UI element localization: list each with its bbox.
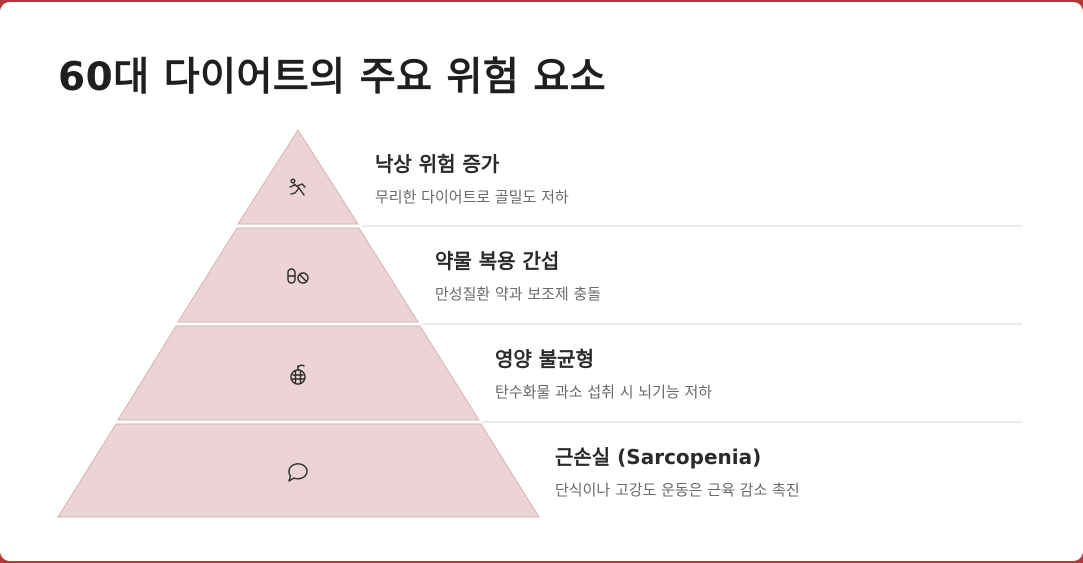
level-3-title: 영양 불균형 (495, 347, 594, 371)
level-2-description: 만성질환 약과 보조제 충돌 (435, 285, 602, 303)
pyramid-tier-1 (237, 129, 359, 225)
level-4-description: 단식이나 고강도 운동은 근육 감소 촉진 (555, 481, 800, 499)
level-2-title: 약물 복용 간섭 (435, 249, 560, 273)
speech-bubble-icon (288, 463, 308, 482)
apple-grid-icon (290, 364, 306, 385)
pyramid-tier-3 (117, 325, 480, 421)
pills-icon (287, 268, 309, 284)
level-1-title: 낙상 위험 증가 (375, 152, 500, 176)
page-title: 60대 다이어트의 주요 위험 요소 (58, 55, 607, 100)
level-3-description: 탄수화물 과소 섭취 시 뇌기능 저하 (495, 383, 713, 401)
pyramid-tier-4 (57, 423, 540, 518)
falling-person-icon (289, 178, 306, 196)
pyramid-tier-2 (177, 227, 419, 323)
level-1-description: 무리한 다이어트로 골밀도 저하 (375, 188, 569, 206)
level-4-title: 근손실 (Sarcopenia) (555, 445, 762, 469)
